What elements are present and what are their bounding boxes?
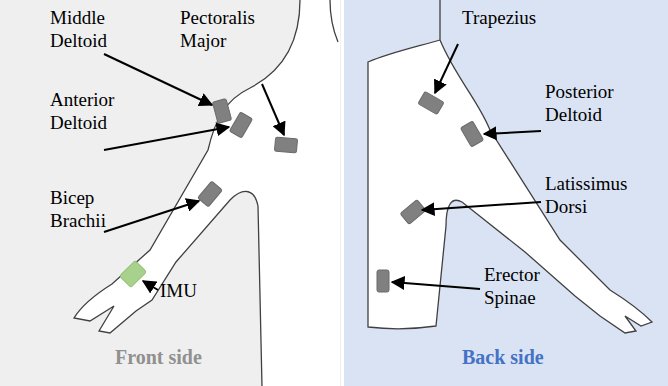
leader-arrow bbox=[104, 127, 229, 150]
muscle-label: Trapezius bbox=[462, 6, 536, 29]
panel-title: Back side bbox=[462, 346, 544, 369]
emg-sensor bbox=[400, 200, 426, 225]
emg-sensor bbox=[460, 121, 483, 147]
emg-sensor bbox=[229, 112, 252, 138]
imu-sensor bbox=[120, 261, 147, 288]
leader-arrow bbox=[484, 131, 541, 134]
muscle-label: Bicep Brachii bbox=[50, 186, 106, 232]
leader-arrow bbox=[422, 202, 541, 210]
leader-arrow bbox=[392, 282, 480, 289]
leader-arrow bbox=[262, 84, 284, 135]
muscle-label: Middle Deltoid bbox=[50, 6, 107, 52]
panel-title: Front side bbox=[115, 346, 202, 369]
leader-arrow bbox=[104, 201, 199, 232]
back-body bbox=[368, 0, 652, 333]
muscle-label: Posterior Deltoid bbox=[545, 80, 614, 126]
emg-sensor bbox=[212, 99, 231, 124]
front-body bbox=[74, 0, 340, 386]
emg-sensor bbox=[377, 270, 389, 292]
muscle-label: Latissimus Dorsi bbox=[545, 172, 627, 218]
back-panel bbox=[344, 0, 668, 386]
leader-arrow bbox=[104, 54, 212, 105]
leader-arrow bbox=[143, 281, 158, 290]
muscle-label: Erector Spinae bbox=[484, 263, 540, 309]
neck-line bbox=[330, 0, 338, 42]
emg-sensor bbox=[274, 137, 297, 153]
emg-sensor bbox=[418, 91, 444, 114]
sensor-label: IMU bbox=[160, 279, 197, 302]
leader-arrow bbox=[435, 44, 458, 93]
emg-sensor bbox=[198, 181, 223, 207]
front-panel bbox=[0, 0, 341, 386]
muscle-label: Pectoralis Major bbox=[180, 6, 255, 52]
front-outline bbox=[74, 0, 300, 386]
muscle-label: Anterior Deltoid bbox=[50, 88, 114, 134]
